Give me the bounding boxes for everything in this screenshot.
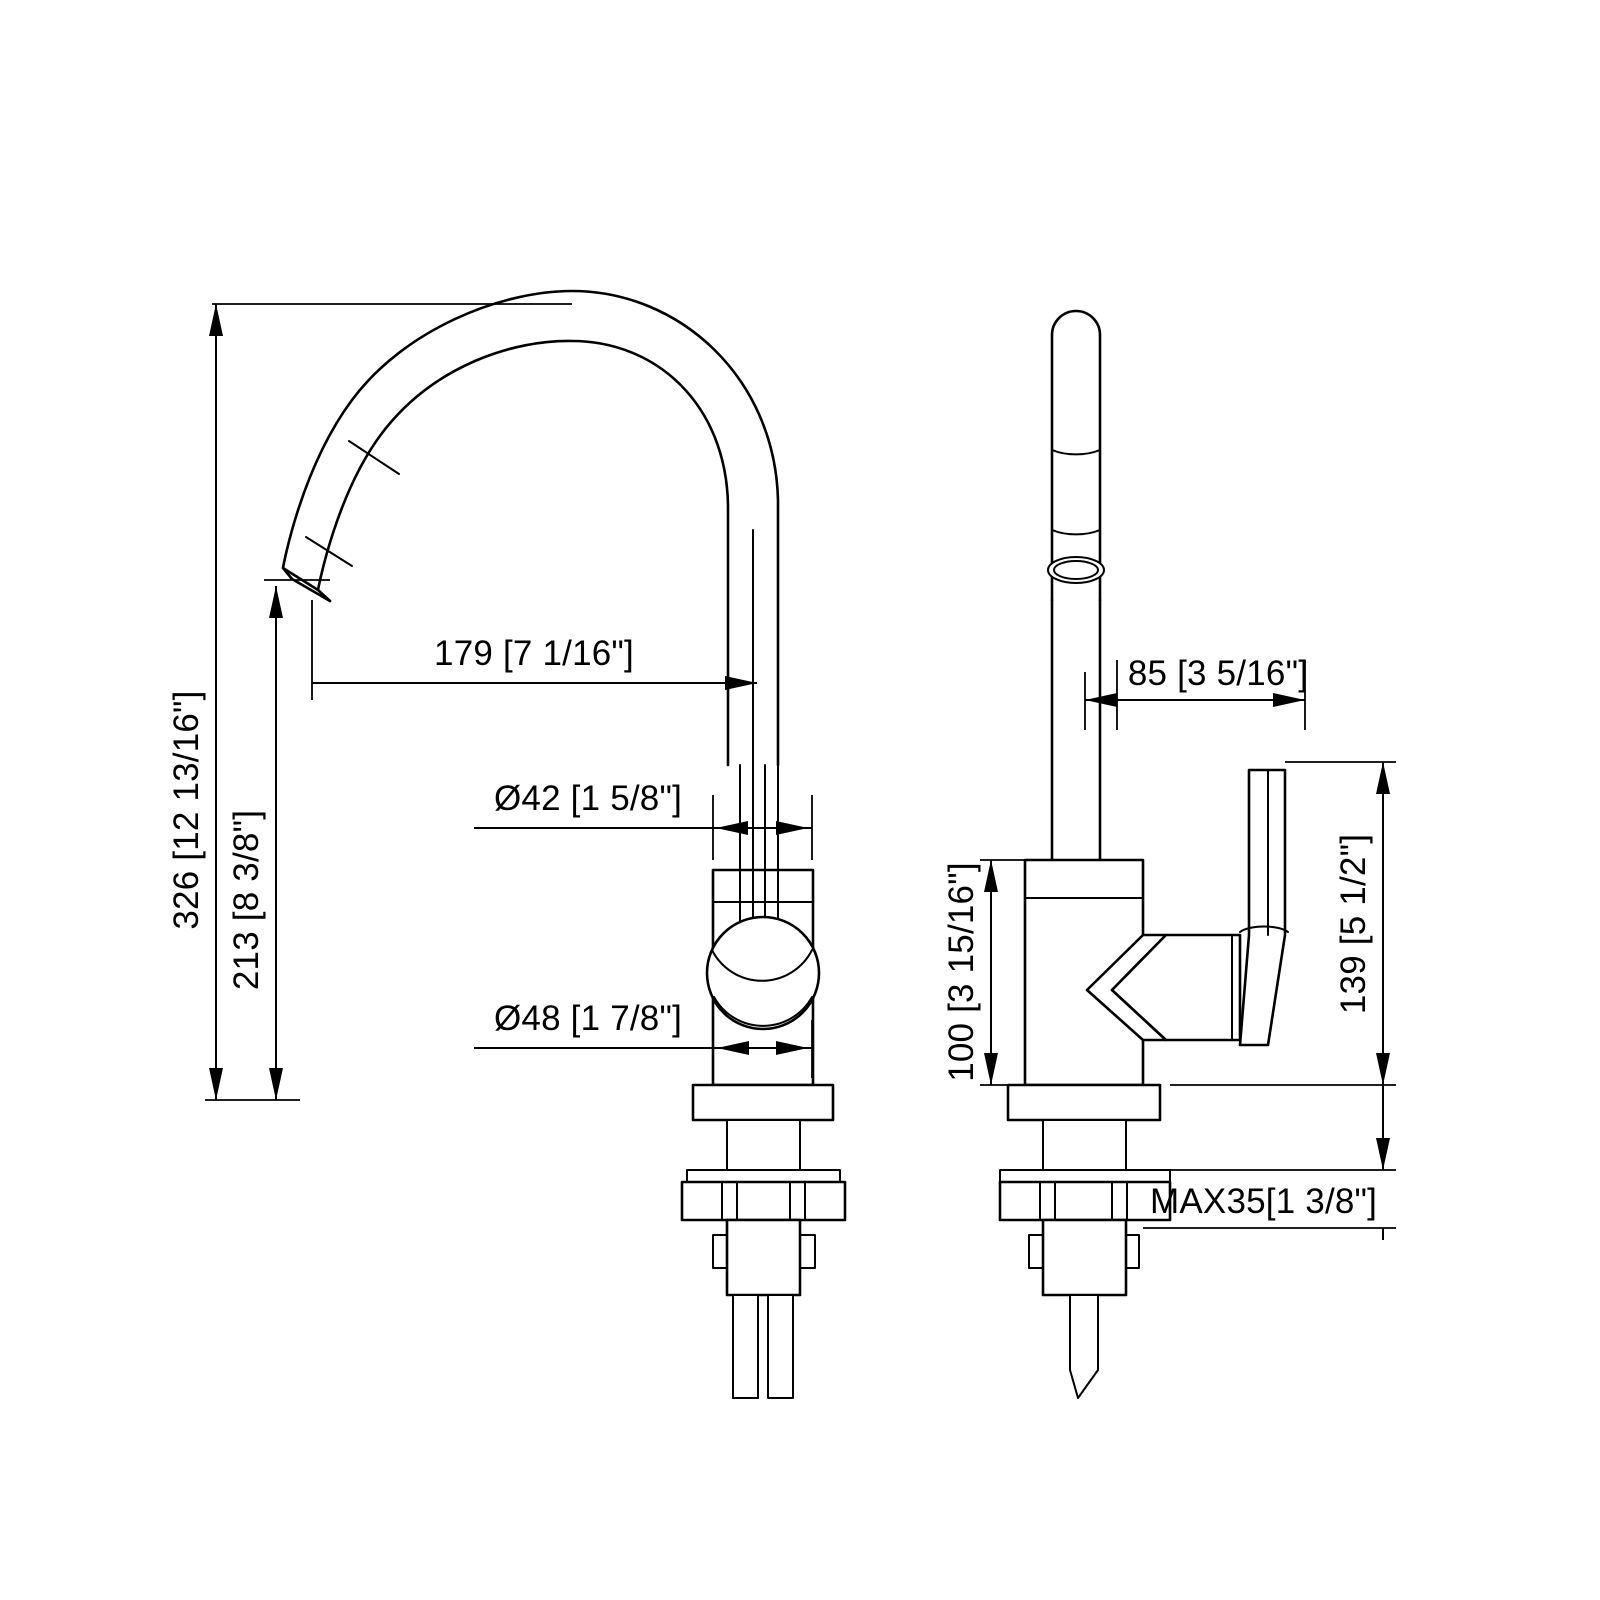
dimension-spout-diameter: Ø42 [1 5/8"] xyxy=(474,765,813,860)
dimension-body-height: 100 [3 15/16"] xyxy=(942,859,1030,1086)
side-view: 85 [3 5/16"] 100 [3 15/16"] 139 [5 1/2"] xyxy=(942,309,1396,1399)
dimension-overall-height: 326 [12 13/16"] xyxy=(167,304,300,1101)
dimension-handle-offset: 85 [3 5/16"] xyxy=(1084,654,1308,730)
dim-handle-offset-label: 85 [3 5/16"] xyxy=(1128,654,1308,693)
dim-spout-reach-label: 179 [7 1/16"] xyxy=(434,634,634,673)
side-mounting-hardware xyxy=(998,1119,1172,1399)
dim-body-height-label: 100 [3 15/16"] xyxy=(942,862,981,1082)
dim-overall-height-label: 326 [12 13/16"] xyxy=(167,690,206,929)
front-view: 326 [12 13/16"] 213 [8 3/8"] 179 [7 1/16… xyxy=(167,289,847,1399)
dim-max-deck-thickness-label: MAX35[1 3/8"] xyxy=(1150,1182,1377,1221)
dimension-spout-reach: 179 [7 1/16"] xyxy=(311,500,779,700)
side-lever-handle xyxy=(1085,768,1289,1047)
side-spout xyxy=(1047,309,1105,862)
front-mounting-hardware xyxy=(680,1119,847,1399)
dimension-spout-height: 213 [8 3/8"] xyxy=(227,579,330,1100)
dim-spout-diameter-label: Ø42 [1 5/8"] xyxy=(494,779,682,818)
front-spout xyxy=(212,289,780,767)
front-body xyxy=(705,764,821,1087)
dimension-handle-height: 139 [5 1/2"] xyxy=(1170,761,1396,1086)
dim-handle-height-label: 139 [5 1/2"] xyxy=(1334,834,1373,1014)
dim-spout-height-label: 213 [8 3/8"] xyxy=(227,810,266,990)
dimension-body-diameter: Ø48 [1 7/8"] xyxy=(474,999,813,1078)
dimension-max-deck-thickness: MAX35[1 3/8"] xyxy=(1143,1085,1396,1240)
front-base-flange xyxy=(691,1083,835,1122)
side-base-flange xyxy=(1006,1083,1162,1122)
dim-body-diameter-label: Ø48 [1 7/8"] xyxy=(494,999,682,1038)
